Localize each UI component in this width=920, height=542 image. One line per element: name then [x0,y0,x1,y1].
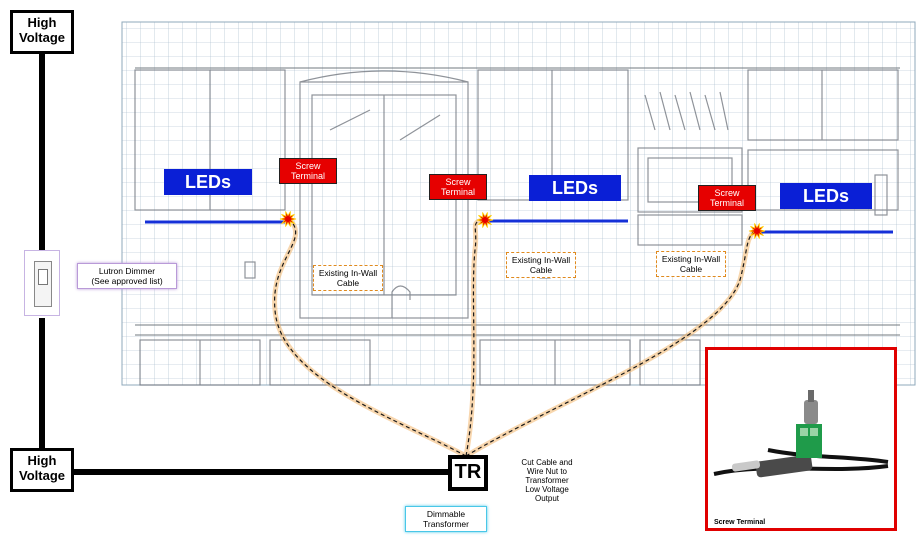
led-label-right: LEDs [780,183,872,209]
cable-label-left: Existing In-Wall Cable [313,265,383,291]
cable-label-right: Existing In-Wall Cable [656,251,726,277]
cable-label-left-line1: Existing In-Wall [318,268,378,278]
screw-tag-center-line1: Screw [445,177,471,187]
high-voltage-bottom-line1: High [27,453,57,468]
transformer-label-line2: Transformer [423,519,469,529]
transformer-label-line1: Dimmable [426,509,466,519]
screw-terminal-markers [279,211,766,239]
screw-tag-right-line2: Terminal [709,198,744,208]
dimmer-switch-icon [24,250,60,316]
high-voltage-wiring [39,50,452,475]
screw-tag-left-line1: Screw [295,161,321,171]
transformer-symbol: TR [448,455,488,491]
cable-label-center-line1: Existing In-Wall [511,255,571,265]
dimmer-label: Lutron Dimmer (See approved list) [77,263,177,289]
led-label-left: LEDs [164,169,252,195]
cable-label-right-line1: Existing In-Wall [661,254,721,264]
dimmer-label-line2: (See approved list) [91,276,163,286]
screw-burst-right [748,223,766,239]
cable-label-center: Existing In-Wall Cable [506,252,576,278]
screw-terminal-tag-right: Screw Terminal [698,185,756,211]
high-voltage-top-line1: High [27,15,57,30]
cut-cable-note-line3: Transformer [525,476,569,485]
inset-caption: Screw Terminal [714,519,766,526]
screw-burst-left [279,211,297,227]
screw-tag-left-line2: Terminal [290,171,325,181]
cut-cable-note-line1: Cut Cable and [521,458,573,467]
high-voltage-top-label: High Voltage [10,10,74,54]
screw-terminal-tag-left: Screw Terminal [279,158,337,184]
screw-terminal-image [713,390,889,478]
cut-cable-note: Cut Cable and Wire Nut to Transformer Lo… [516,458,578,503]
transformer-label: Dimmable Transformer [405,506,487,532]
screw-tag-right-line1: Screw [714,188,740,198]
in-wall-cables [272,217,757,459]
high-voltage-bottom-label: High Voltage [10,448,74,492]
cut-cable-note-line4: Low Voltage [525,485,569,494]
cut-cable-note-line5: Output [534,494,559,503]
high-voltage-top-line2: Voltage [19,30,65,45]
screw-burst-center [476,212,494,228]
screw-tag-center-line2: Terminal [440,187,475,197]
screw-terminal-tag-center: Screw Terminal [429,174,487,200]
screw-terminal-inset: Screw Terminal [705,347,897,531]
led-label-center: LEDs [529,175,621,201]
cable-label-center-line2: Cable [529,265,553,275]
cable-label-left-line2: Cable [336,278,360,288]
led-strips [145,219,893,234]
dimmer-label-line1: Lutron Dimmer [98,266,156,276]
cable-label-right-line2: Cable [679,264,703,274]
high-voltage-bottom-line2: Voltage [19,468,65,483]
cut-cable-note-line2: Wire Nut to [526,467,567,476]
